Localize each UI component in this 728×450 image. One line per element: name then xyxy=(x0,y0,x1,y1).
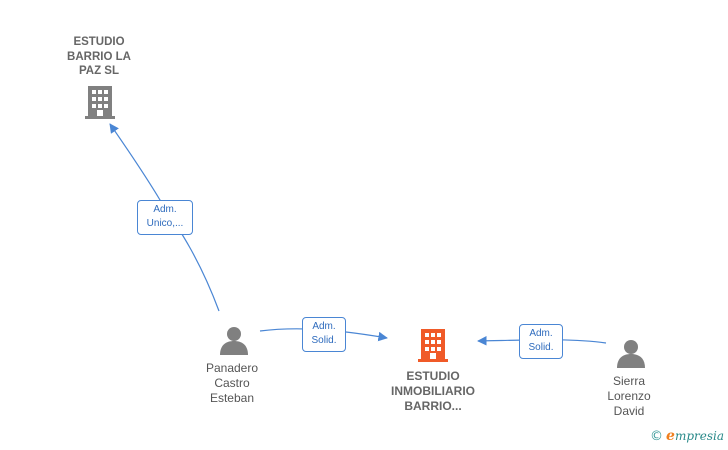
node-label-estudio-barrio-la-paz[interactable]: ESTUDIO BARRIO LA PAZ SL xyxy=(67,36,131,77)
copyright-icon: © xyxy=(650,429,664,444)
building-icon[interactable] xyxy=(418,329,448,362)
edge-label-adm-solid-panadero[interactable]: Adm. Solid. xyxy=(302,317,346,352)
brand-initial: e xyxy=(666,428,675,444)
node-label-panadero[interactable]: Panadero Castro Esteban xyxy=(205,361,259,405)
edge-label-adm-unico[interactable]: Adm. Unico,... xyxy=(137,200,193,235)
empresia-logo: ©empresia xyxy=(650,428,724,444)
building-icon[interactable] xyxy=(85,86,115,119)
edge-label-adm-solid-sierra[interactable]: Adm. Solid. xyxy=(519,324,563,359)
brand-name: mpresia xyxy=(674,429,724,443)
person-icon[interactable] xyxy=(220,327,248,355)
node-label-estudio-inmobiliario[interactable]: ESTUDIO INMOBILIARIO BARRIO... xyxy=(391,369,475,413)
node-label-sierra[interactable]: Sierra Lorenzo David xyxy=(607,374,651,418)
person-icon[interactable] xyxy=(617,340,645,368)
